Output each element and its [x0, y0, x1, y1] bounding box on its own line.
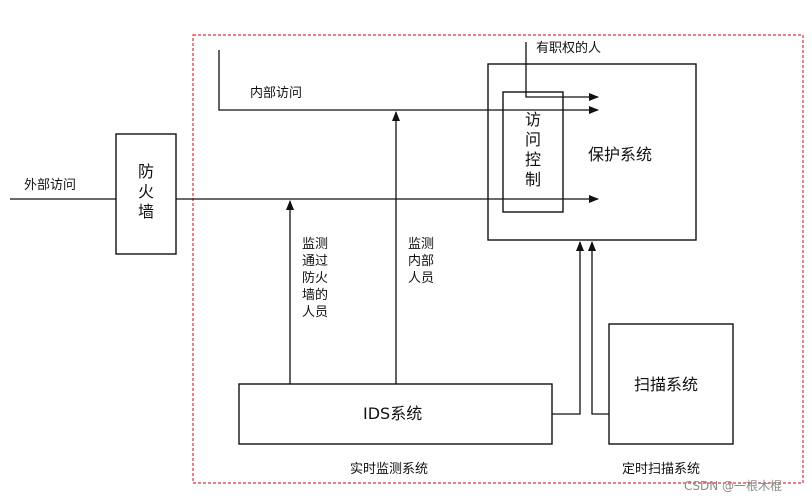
monitor-internal-label: 监测内部人员 — [407, 237, 434, 286]
monitoring-boundary — [192, 34, 804, 484]
internal-access-label: 内部访问 — [250, 86, 303, 101]
authorized-person-line — [525, 42, 599, 101]
realtime-monitoring-label: 实时监测系统 — [350, 462, 429, 477]
scan-to-protection-arrow — [588, 241, 609, 415]
protection-system-label: 保护系统 — [588, 145, 653, 164]
access-control-box — [502, 91, 564, 213]
scan-system-box — [608, 323, 734, 445]
scheduled-scan-label: 定时扫描系统 — [622, 462, 701, 477]
ids-system-label: IDS系统 — [363, 404, 423, 423]
firewall-label: 防火墙 — [137, 162, 154, 221]
authorized-person-label: 有职权的人 — [536, 41, 602, 56]
internal-access-line — [218, 50, 599, 114]
watermark: CSDN @一根木棍 — [684, 479, 783, 493]
firewall-box — [115, 133, 177, 255]
external-access-label: 外部访问 — [24, 178, 77, 193]
access-control-label: 访问控制 — [524, 110, 541, 189]
monitor-firewall-label: 监测通过防火墙的人员 — [301, 237, 328, 320]
scan-system-label: 扫描系统 — [634, 375, 699, 394]
ids-to-protection-arrow — [552, 241, 584, 415]
